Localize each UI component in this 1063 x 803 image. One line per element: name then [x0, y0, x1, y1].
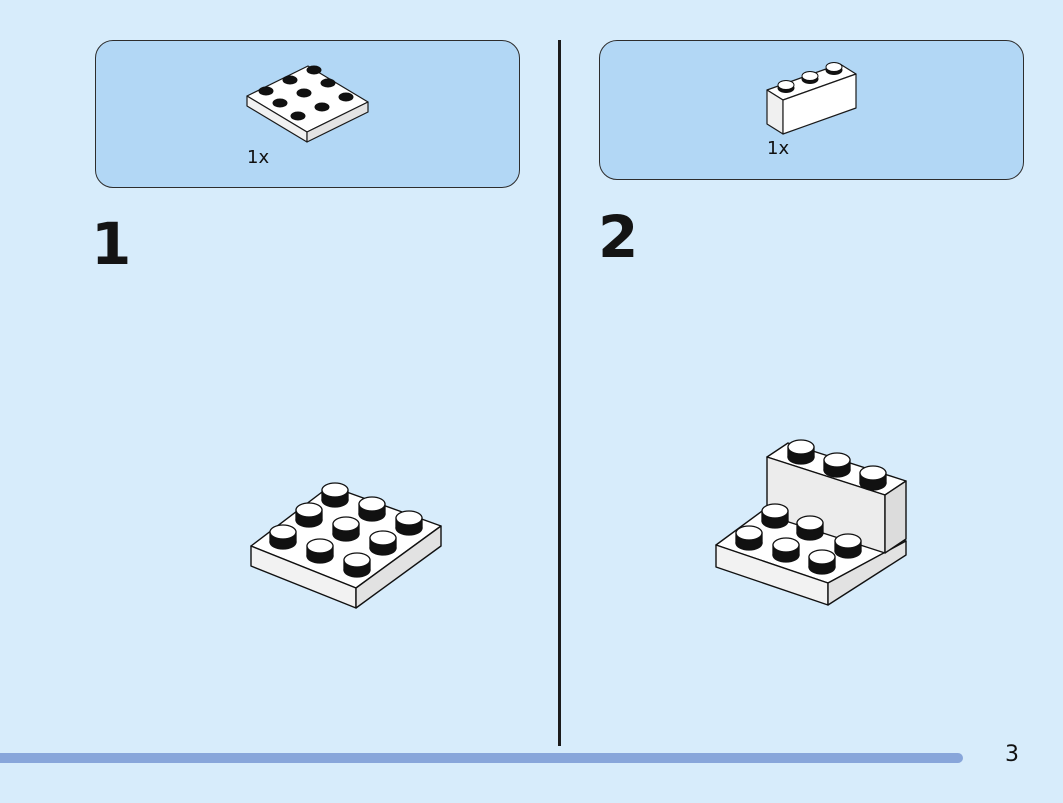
step-1-assembly-plate-3x3 [250, 482, 442, 609]
step-2-assembly-plate-with-brick [715, 439, 907, 606]
page-number: 3 [1005, 742, 1019, 767]
brick-1x3-icon [766, 62, 857, 135]
part-quantity-step-2: 1x [767, 138, 790, 159]
part-quantity-step-1: 1x [247, 147, 270, 168]
page-progress-bar [0, 753, 963, 763]
step-number-1: 1 [91, 210, 132, 278]
plate-3x3-icon [246, 65, 369, 143]
step-divider [558, 40, 561, 746]
step-number-2: 2 [598, 203, 639, 271]
